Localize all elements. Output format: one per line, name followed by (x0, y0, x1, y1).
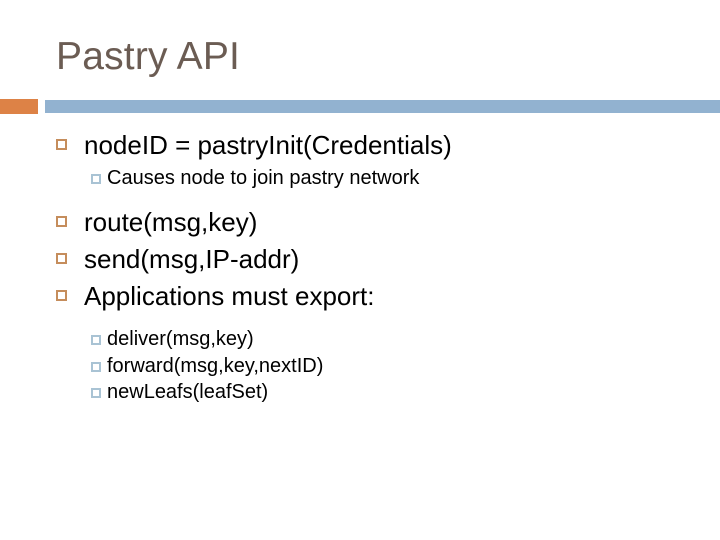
bullet-text: route(msg,key) (84, 207, 258, 238)
square-bullet-icon (91, 173, 101, 184)
divider-bar (45, 100, 720, 113)
bullet-item: newLeafs(leafSet) (91, 379, 676, 406)
bullet-item: forward(msg,key,nextID) (91, 353, 676, 380)
bullet-item: Causes node to join pastry network (91, 165, 676, 192)
square-bullet-icon (91, 334, 101, 345)
bullet-text: deliver(msg,key) (107, 327, 254, 350)
slide-body: nodeID = pastryInit(Credentials) Causes … (56, 128, 676, 406)
square-bullet-icon (56, 216, 67, 228)
square-bullet-icon (91, 388, 101, 399)
divider-accent-square (0, 99, 38, 114)
bullet-item: deliver(msg,key) (91, 326, 676, 353)
bullet-item: route(msg,key) (56, 205, 676, 240)
title-divider (0, 99, 720, 114)
square-bullet-icon (56, 290, 67, 302)
bullet-text: newLeafs(leafSet) (107, 381, 269, 404)
square-bullet-icon (56, 139, 67, 150)
square-bullet-icon (56, 253, 67, 265)
bullet-item: Applications must export: (56, 279, 676, 314)
bullet-text: send(msg,IP-addr) (84, 244, 300, 275)
bullet-text: forward(msg,key,nextID) (107, 354, 324, 377)
bullet-item: send(msg,IP-addr) (56, 242, 676, 277)
bullet-item: nodeID = pastryInit(Credentials) (56, 128, 676, 163)
slide-title: Pastry API (56, 35, 241, 78)
bullet-text: Causes node to join pastry network (107, 166, 420, 189)
bullet-text: Applications must export: (84, 281, 375, 312)
square-bullet-icon (91, 361, 101, 372)
spacer (56, 316, 676, 326)
bullet-text: nodeID = pastryInit(Credentials) (84, 130, 452, 160)
spacer (56, 191, 676, 205)
